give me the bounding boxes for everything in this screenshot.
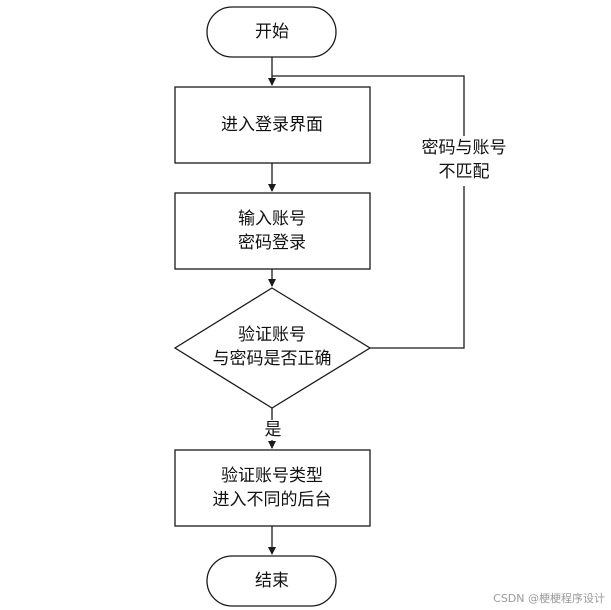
- login-page-node: 进入登录界面: [174, 86, 371, 164]
- end-node: 结束: [206, 555, 337, 607]
- route-backend-shape: [174, 449, 371, 527]
- route-backend-node: 验证账号类型 进入不同的后台: [174, 449, 371, 527]
- start-node: 开始: [206, 6, 337, 58]
- route-backend-line1: 验证账号类型: [221, 466, 323, 486]
- end-shape: [206, 555, 337, 607]
- decision-line1: 验证账号: [238, 325, 306, 345]
- input-credentials-shape: [174, 192, 371, 270]
- loop-back-label-line1: 密码与账号: [422, 138, 507, 158]
- login-page-label: 进入登录界面: [221, 115, 323, 135]
- watermark: CSDN @梗梗程序设计: [493, 592, 605, 605]
- decision-shape: [173, 287, 372, 409]
- loop-back-label-bg: [412, 136, 516, 186]
- start-label: 开始: [255, 22, 289, 42]
- route-backend-line2: 进入不同的后台: [213, 490, 332, 510]
- decision-node: 验证账号 与密码是否正确: [173, 287, 372, 409]
- input-credentials-line2: 密码登录: [238, 233, 306, 253]
- yes-label: 是: [265, 420, 282, 440]
- loop-back-edge: [272, 75, 465, 349]
- loop-back-label-line2: 不匹配: [439, 162, 490, 182]
- decision-line2: 与密码是否正确: [213, 349, 332, 369]
- input-credentials-node: 输入账号 密码登录: [174, 192, 371, 270]
- yes-label-bg: [262, 420, 284, 440]
- input-credentials-line1: 输入账号: [238, 209, 306, 229]
- login-page-shape: [174, 86, 371, 164]
- end-label: 结束: [255, 571, 289, 591]
